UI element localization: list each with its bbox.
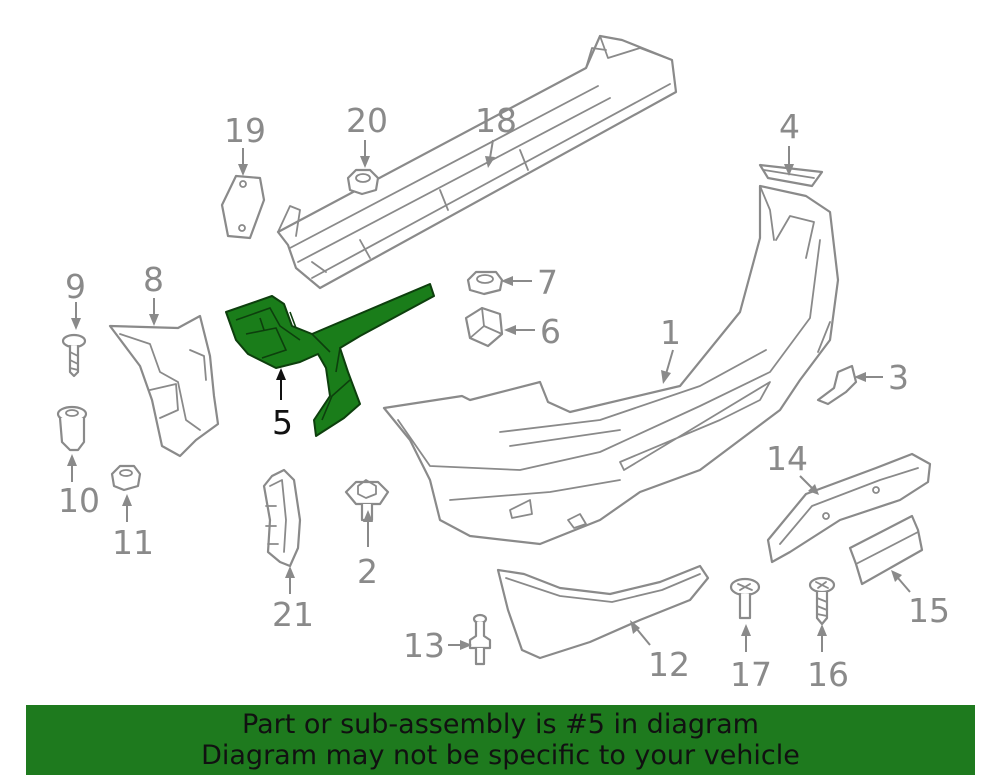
- part-5-bracket-highlighted: [225, 283, 435, 437]
- callout-21: 21: [272, 595, 314, 634]
- leader-lines: [67, 139, 911, 652]
- part-15-bracket: [848, 514, 924, 586]
- part-21-guide: [262, 468, 302, 568]
- callout-13: 13: [403, 626, 445, 665]
- part-19-plate: [220, 174, 266, 240]
- part-14-panel: [766, 452, 932, 564]
- callout-2: 2: [357, 552, 378, 591]
- info-banner: Part or sub-assembly is #5 in diagram Di…: [26, 705, 975, 775]
- callout-17: 17: [730, 655, 772, 694]
- callout-5: 5: [272, 403, 293, 442]
- part-16-screw: [808, 576, 836, 626]
- callout-numbers: 1 2 3 4 5 6 7 8 9 10 11 12 13 14 15 16 1…: [58, 101, 950, 694]
- callout-8: 8: [143, 260, 164, 299]
- part-13-rivet: [468, 613, 492, 666]
- callout-6: 6: [540, 312, 561, 351]
- callout-18: 18: [475, 101, 517, 140]
- callout-15: 15: [908, 591, 950, 630]
- part-20-nut: [346, 168, 380, 196]
- callout-1: 1: [660, 313, 681, 352]
- callout-14: 14: [766, 439, 808, 478]
- callout-11: 11: [112, 523, 154, 562]
- banner-line-1: Part or sub-assembly is #5 in diagram: [242, 709, 759, 740]
- part-6-clip-nut: [464, 306, 504, 348]
- part-11-nut: [110, 464, 142, 492]
- part-9-screw: [61, 333, 87, 378]
- part-17-screw: [729, 577, 761, 620]
- callout-4: 4: [779, 107, 800, 146]
- callout-20: 20: [346, 101, 388, 140]
- callout-9: 9: [65, 267, 86, 306]
- part-18-reinforcement-beam: [276, 34, 678, 290]
- part-8-side-bracket: [108, 314, 220, 458]
- callout-16: 16: [807, 655, 849, 694]
- callout-12: 12: [648, 645, 690, 684]
- part-3-clip: [816, 364, 858, 406]
- part-7-nut: [466, 270, 504, 296]
- part-12-valance: [496, 564, 710, 660]
- banner-line-2: Diagram may not be specific to your vehi…: [201, 740, 800, 771]
- callout-7: 7: [537, 263, 558, 302]
- part-1-bumper-cover: [382, 184, 840, 546]
- callout-10: 10: [58, 481, 100, 520]
- callout-19: 19: [224, 111, 266, 150]
- parts-diagram: 1 2 3 4 5 6 7 8 9 10 11 12 13 14 15 16 1…: [56, 34, 950, 694]
- part-10-push-clip: [56, 405, 88, 452]
- callout-3: 3: [888, 358, 909, 397]
